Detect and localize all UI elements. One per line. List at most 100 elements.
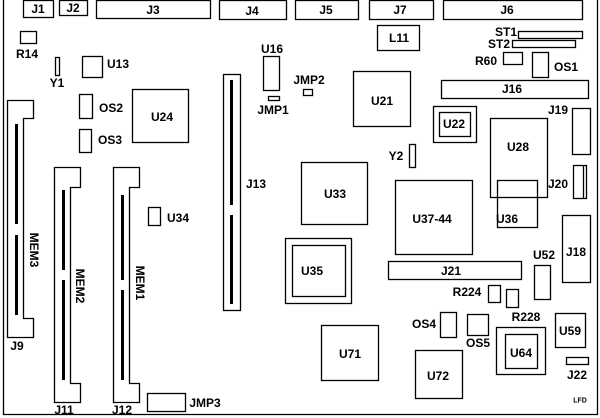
label-u33: U33 bbox=[323, 187, 347, 201]
label-j12: J12 bbox=[111, 403, 133, 417]
label-u16: U16 bbox=[260, 42, 284, 56]
component-j7 bbox=[368, 0, 435, 21]
label-u24: U24 bbox=[150, 110, 174, 124]
label-r228: R228 bbox=[511, 310, 541, 324]
component-u33 bbox=[300, 161, 369, 226]
label-j3: J3 bbox=[146, 3, 160, 17]
component-j18 bbox=[561, 214, 592, 284]
socket-u64-outer bbox=[495, 326, 547, 376]
label-os2: OS2 bbox=[98, 101, 124, 115]
label-u52: U52 bbox=[532, 248, 556, 262]
j13-contact-bar bbox=[230, 80, 233, 205]
label-r224: R224 bbox=[452, 285, 482, 299]
label-mem1: MEM1 bbox=[133, 265, 147, 301]
label-j5: J5 bbox=[319, 3, 333, 17]
component-u37-44 bbox=[394, 179, 474, 256]
component-os5 bbox=[466, 313, 490, 337]
component-jmp3 bbox=[146, 392, 187, 413]
component-j6 bbox=[442, 0, 584, 21]
component-j3 bbox=[95, 0, 212, 20]
component-r224 bbox=[487, 284, 502, 304]
component-u28 bbox=[489, 117, 549, 199]
component-jmp1 bbox=[267, 95, 281, 102]
label-j4: J4 bbox=[245, 4, 259, 18]
label-mem3: MEM3 bbox=[27, 232, 41, 268]
mem2-contact-bar bbox=[62, 280, 65, 380]
component-jmp2 bbox=[302, 88, 314, 97]
component-os3 bbox=[78, 128, 93, 154]
component-u64 bbox=[504, 333, 539, 370]
slot-j11-mem2 bbox=[53, 166, 82, 404]
label-r60: R60 bbox=[474, 54, 498, 68]
component-u34 bbox=[147, 206, 162, 227]
component-u13 bbox=[81, 55, 104, 79]
component-os2 bbox=[78, 93, 94, 120]
component-j4 bbox=[218, 0, 288, 21]
component-u16 bbox=[262, 55, 281, 92]
label-j19: J19 bbox=[547, 103, 569, 117]
label-j20: J20 bbox=[547, 177, 569, 191]
j13-contact-bar bbox=[230, 215, 233, 304]
component-j21 bbox=[387, 260, 523, 281]
label-os4: OS4 bbox=[411, 317, 437, 331]
component-u24 bbox=[131, 88, 190, 144]
label-j13: J13 bbox=[245, 177, 267, 191]
component-st2 bbox=[511, 39, 577, 49]
component-u72 bbox=[414, 349, 464, 400]
label-u64: U64 bbox=[509, 346, 533, 360]
label-jmp3: JMP3 bbox=[189, 396, 221, 410]
mem1-contact-bar bbox=[121, 195, 124, 280]
label-u72: U72 bbox=[426, 369, 450, 383]
label-u28: U28 bbox=[506, 140, 530, 154]
label-j22: J22 bbox=[566, 368, 588, 382]
label-os5: OS5 bbox=[465, 336, 491, 350]
label-st2: ST2 bbox=[487, 37, 511, 51]
label-jmp2: JMP2 bbox=[293, 73, 325, 87]
label-u21: U21 bbox=[370, 94, 394, 108]
label-u71: U71 bbox=[338, 347, 362, 361]
slot-j12-mem1 bbox=[112, 166, 141, 404]
component-y2 bbox=[408, 143, 417, 169]
mem3-contact-bar bbox=[15, 124, 18, 224]
component-l11 bbox=[376, 24, 421, 52]
slot-j13 bbox=[222, 73, 242, 312]
component-u52 bbox=[533, 264, 552, 301]
label-os1: OS1 bbox=[553, 60, 579, 74]
component-u35 bbox=[291, 244, 347, 298]
label-j11: J11 bbox=[54, 403, 74, 417]
label-u36: U36 bbox=[495, 212, 519, 226]
component-j19 bbox=[571, 107, 592, 156]
label-y2: Y2 bbox=[388, 149, 404, 163]
label-st1: ST1 bbox=[494, 25, 518, 39]
component-u71 bbox=[320, 324, 380, 382]
component-j1 bbox=[22, 0, 55, 19]
component-r228 bbox=[505, 288, 520, 309]
label-j1: J1 bbox=[31, 2, 45, 16]
label-j18: J18 bbox=[565, 245, 587, 259]
socket-u22-outer bbox=[432, 105, 478, 144]
mem2-contact-bar bbox=[62, 190, 65, 270]
component-os4 bbox=[439, 311, 458, 339]
slot-j9-mem3 bbox=[6, 99, 35, 339]
component-u36 bbox=[496, 179, 539, 229]
label-j21: J21 bbox=[440, 264, 462, 278]
label-u59: U59 bbox=[558, 324, 582, 338]
label-u37-44: U37-44 bbox=[412, 212, 452, 226]
label-j7: J7 bbox=[393, 3, 407, 17]
component-j2 bbox=[58, 0, 89, 17]
label-u34: U34 bbox=[166, 211, 190, 225]
label-r14: R14 bbox=[15, 47, 39, 61]
label-y1: Y1 bbox=[49, 76, 65, 90]
label-j2: J2 bbox=[66, 1, 80, 15]
component-u21 bbox=[352, 70, 412, 128]
component-y1 bbox=[54, 56, 61, 77]
component-u22 bbox=[438, 111, 472, 138]
component-j16 bbox=[440, 79, 590, 100]
label-os3: OS3 bbox=[97, 133, 123, 147]
component-r60 bbox=[502, 51, 524, 66]
label-u13: U13 bbox=[106, 57, 130, 71]
socket-u35-outer bbox=[284, 237, 353, 305]
component-r14 bbox=[19, 30, 38, 45]
